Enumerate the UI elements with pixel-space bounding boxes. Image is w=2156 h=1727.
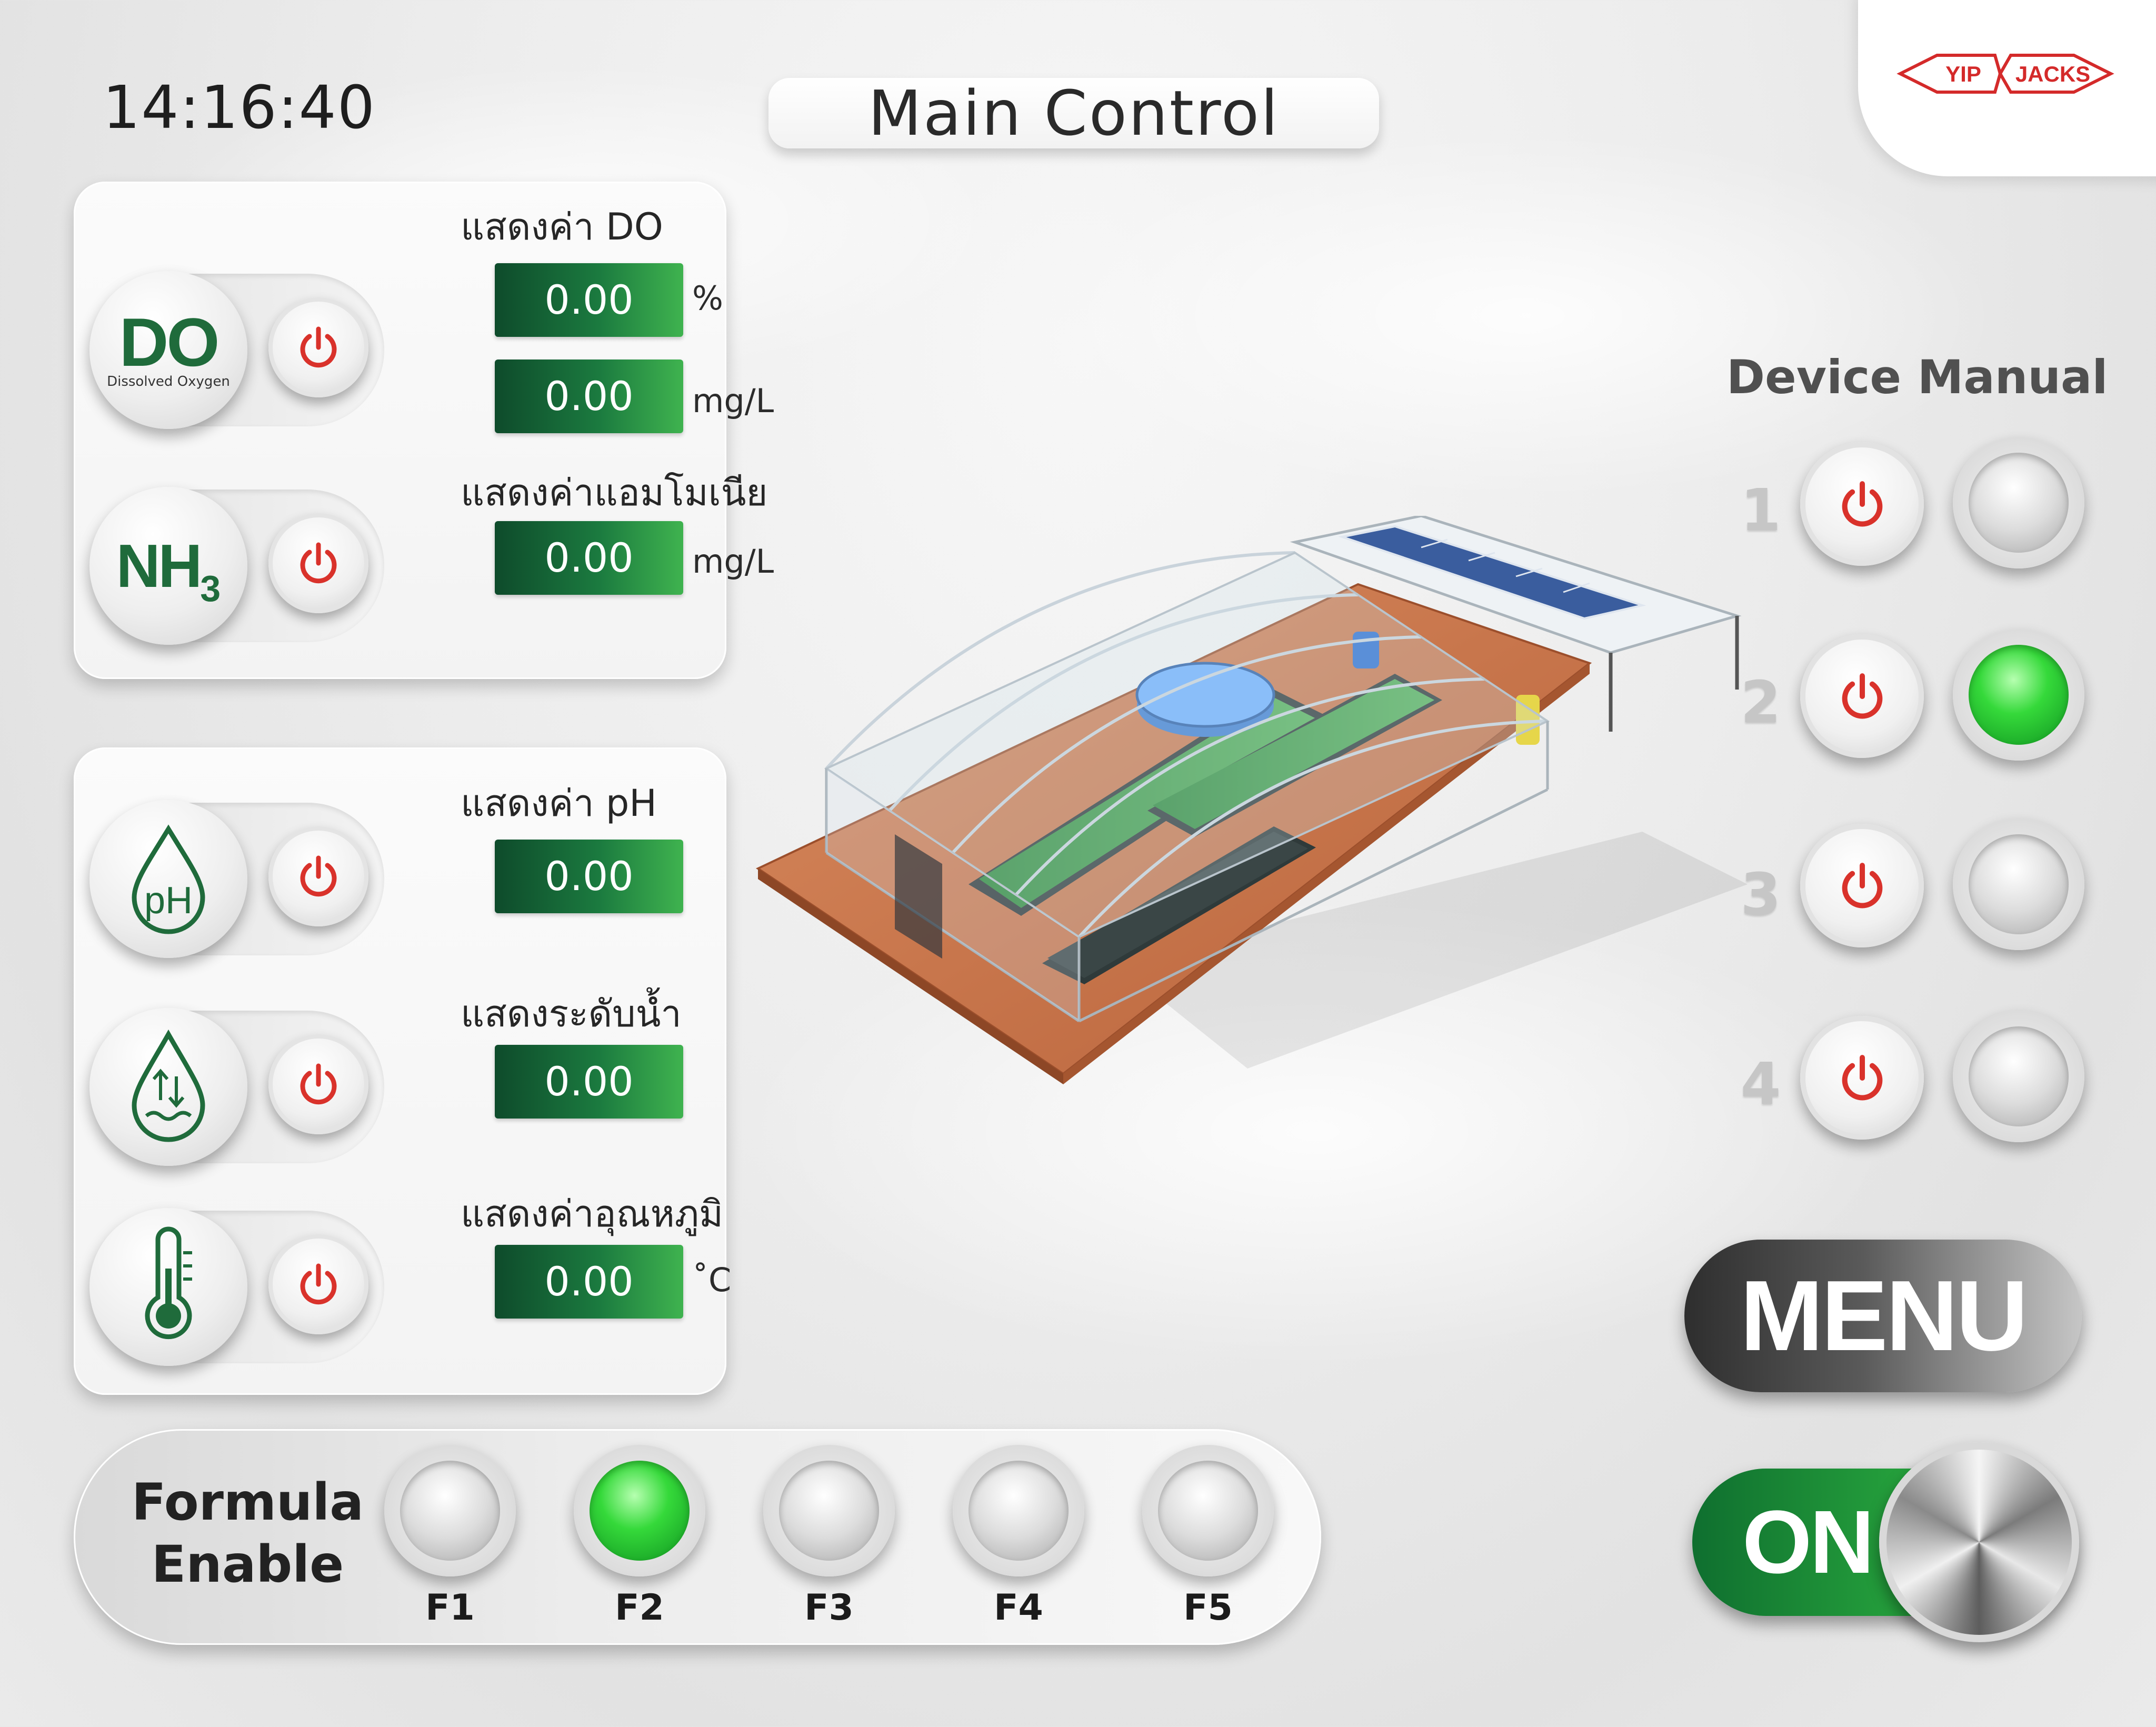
temperature-badge [89, 1208, 247, 1366]
do-label: แสดงค่า DO [461, 205, 663, 248]
do-badge-text: DO [119, 304, 220, 381]
nh3-badge: NH 3 [89, 487, 247, 645]
formula-f1-lamp[interactable] [384, 1445, 516, 1576]
device-4-status-lamp [1953, 1011, 2084, 1142]
water-level-drop-icon [132, 1029, 205, 1142]
logo-text-left: YIP [1945, 62, 1981, 86]
background-cloud [1053, 132, 2000, 500]
power-icon [300, 326, 337, 368]
temperature-power-button[interactable] [268, 1234, 368, 1334]
device-number-2: 2 [1740, 668, 1781, 736]
sensor-panel-do-nh3: แสดงค่า DO DO Dissolved Oxygen 0.00 % 0.… [74, 182, 774, 679]
device-4-power-button[interactable] [1800, 1016, 1924, 1140]
ph-drop-icon: pH [132, 824, 205, 934]
formula-f2-label: F2 [615, 1587, 664, 1629]
formula-title-line2: Enable [151, 1535, 344, 1594]
nh3-badge-text: NH [116, 532, 203, 600]
device-1-status-lamp [1953, 437, 2084, 568]
do-percent-value: 0.00 [495, 263, 683, 337]
formula-f4-lamp[interactable] [953, 1445, 1084, 1576]
logo-area: YIP JACKS [1858, 0, 2156, 176]
power-icon [300, 1063, 337, 1105]
power-icon [1842, 673, 1882, 718]
water-level-label: แสดงระดับน้ำ [461, 992, 682, 1035]
switch-on-label: ON [1742, 1492, 1874, 1592]
do-mgl-value: 0.00 [495, 360, 683, 433]
nh3-power-button[interactable] [268, 513, 368, 613]
power-icon [1842, 481, 1882, 526]
formula-f2-lamp[interactable] [574, 1445, 705, 1576]
temperature-label: แสดงค่าอุณหภูมิ [461, 1192, 724, 1235]
svg-text:pH: pH [144, 880, 193, 922]
formula-enable-title: Formula Enable [132, 1471, 364, 1595]
device-1-power-button[interactable] [1800, 442, 1924, 566]
sensor-panel-ph-water-temp: แสดงค่า pH pH 0.00 แสดงระดับน้ำ 0.00 [74, 747, 731, 1395]
ph-power-button[interactable] [268, 826, 368, 926]
thermometer-icon [145, 1226, 192, 1340]
device-2-power-button[interactable] [1800, 634, 1924, 758]
logo-text-right: JACKS [2015, 62, 2090, 86]
do-badge: DO Dissolved Oxygen [89, 271, 247, 429]
formula-f1-label: F1 [425, 1587, 475, 1629]
menu-button[interactable]: MENU [1684, 1240, 2082, 1392]
device-3-status-lamp [1953, 818, 2084, 950]
water-level-value: 0.00 [495, 1045, 683, 1119]
ph-label: แสดงค่า pH [461, 782, 657, 825]
nh3-value: 0.00 [495, 521, 683, 595]
ph-value: 0.00 [495, 840, 683, 913]
formula-f3-lamp[interactable] [763, 1445, 895, 1576]
do-mgl-unit: mg/L [692, 382, 774, 420]
formula-f3-label: F3 [804, 1587, 854, 1629]
greenhouse-illustration [755, 516, 1748, 1084]
power-icon [300, 1263, 337, 1305]
water-level-power-button[interactable] [268, 1034, 368, 1134]
nh3-label: แสดงค่าแอมโมเนีย [461, 471, 768, 514]
device-2-status-lamp [1953, 629, 2084, 761]
nh3-badge-subscript: 3 [200, 568, 221, 609]
page-title: Main Control [768, 78, 1379, 148]
water-level-badge [89, 1008, 247, 1166]
formula-title-line1: Formula [132, 1473, 364, 1532]
device-number-1: 1 [1740, 476, 1781, 544]
device-number-3: 3 [1740, 861, 1781, 928]
formula-enable-bar: Formula Enable F1 F2 F3 F4 F5 [74, 1429, 1321, 1645]
device-number-4: 4 [1740, 1050, 1781, 1117]
formula-f5-lamp[interactable] [1142, 1445, 1274, 1576]
yip-jacks-logo: YIP JACKS [1897, 54, 2114, 94]
power-icon [300, 855, 337, 897]
device-manual-title: Device Manual [1726, 350, 2108, 404]
temperature-unit: ˚C [692, 1261, 732, 1299]
formula-f4-label: F4 [994, 1587, 1043, 1629]
power-icon [300, 542, 337, 584]
do-power-button[interactable] [268, 297, 368, 397]
clock: 14:16:40 [103, 74, 376, 142]
device-3-power-button[interactable] [1800, 824, 1924, 947]
power-icon [1842, 1054, 1882, 1100]
switch-knob[interactable] [1879, 1442, 2079, 1642]
nh3-unit: mg/L [692, 542, 774, 581]
temperature-value: 0.00 [495, 1245, 683, 1319]
ph-badge: pH [89, 800, 247, 958]
formula-f5-label: F5 [1183, 1587, 1233, 1629]
do-percent-unit: % [692, 279, 723, 317]
power-icon [1842, 862, 1882, 908]
do-badge-subtext: Dissolved Oxygen [107, 374, 230, 390]
